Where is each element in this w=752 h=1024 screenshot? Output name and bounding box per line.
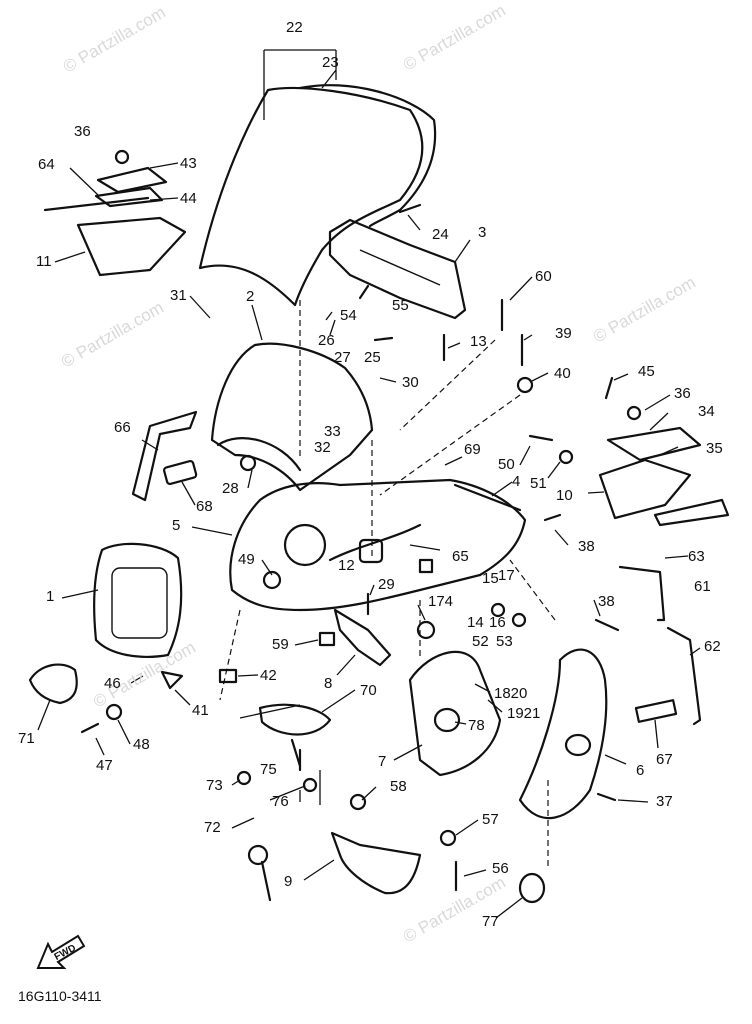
callout-174: 174 [428,593,454,610]
callout-30: 30 [402,374,419,391]
callout-40: 40 [554,365,571,382]
callout-41: 41 [192,702,209,719]
callout-47: 47 [96,757,113,774]
callout-7: 7 [378,753,387,770]
callout-11: 11 [36,253,52,270]
callout-65: 65 [452,548,469,565]
callout-36b: 36 [674,385,691,402]
callout-45: 45 [638,363,655,380]
callout-34: 34 [698,403,715,420]
callout-60: 60 [535,268,552,285]
diagram-code: 16G110-3411 [18,988,102,1004]
callout-28: 28 [222,480,239,497]
callout-3: 3 [478,224,487,241]
callout-56: 56 [492,860,509,877]
windshield-trim [298,84,437,228]
callout-10: 10 [556,487,573,504]
callout-48: 48 [133,736,150,753]
callout-25: 25 [364,349,381,366]
side-panel-left [408,650,502,777]
callout-23: 23 [322,54,339,71]
callout-31: 31 [170,287,187,304]
callout-17: 17 [498,567,515,584]
callout-78: 78 [468,717,485,734]
callout-52: 52 [472,633,489,650]
callout-70: 70 [360,682,377,699]
callout-59: 59 [272,636,289,653]
callout-24: 24 [432,226,449,243]
instrument-cover [93,542,183,658]
callout-57: 57 [482,811,499,828]
callout-53: 53 [496,633,513,650]
callout-63: 63 [688,548,705,565]
callout-33: 33 [324,423,341,440]
callout-73: 73 [206,777,223,794]
callout-77: 77 [482,913,499,930]
callout-58: 58 [390,778,407,795]
callout-46: 46 [104,675,121,692]
callout-15: 15 [482,570,499,587]
callout-26: 26 [318,332,335,349]
callout-12: 12 [338,557,355,574]
callout-67: 67 [656,751,673,768]
fwd-label: FWD [53,943,78,963]
callout-64: 64 [38,156,55,173]
callout-72: 72 [204,819,221,836]
callout-4: 4 [512,473,521,490]
callout-37: 37 [656,793,673,810]
callout-22: 22 [286,19,303,36]
callout-8: 8 [324,675,333,692]
inner-cowl [210,342,374,492]
callout-32: 32 [314,439,331,456]
callout-29: 29 [378,576,395,593]
callout-54: 54 [340,307,357,324]
callout-69: 69 [464,441,481,458]
side-panel-right [518,648,608,820]
callout-76: 76 [272,793,289,810]
callout-43: 43 [180,155,197,172]
callout-9: 9 [284,873,293,890]
callout-1921: 1921 [507,705,541,722]
callout-27: 27 [334,349,351,366]
callout-68: 68 [196,498,213,515]
callout-16: 16 [489,614,506,631]
callout-71: 71 [18,730,35,747]
under-cowl [330,831,422,895]
callout-44: 44 [180,190,197,207]
callout-13: 13 [470,333,487,350]
callout-36: 36 [74,123,91,140]
callout-35: 35 [706,440,723,457]
callout-51: 51 [530,475,547,492]
callout-61: 61 [694,578,711,595]
callout-14: 14 [467,614,484,631]
bracket-3 [328,218,467,320]
callout-38b: 38 [598,593,615,610]
callout-38: 38 [578,538,595,555]
main-cowling [229,478,527,612]
callout-62: 62 [704,638,721,655]
callout-42: 42 [260,667,277,684]
fwd-arrow-icon: FWD [34,930,94,977]
callout-6: 6 [636,762,645,779]
windshield [198,86,424,307]
callout-1820: 1820 [494,685,528,702]
callout-49: 49 [238,551,255,568]
callout-39: 39 [555,325,572,342]
callout-75: 75 [260,761,277,778]
callout-5: 5 [172,517,181,534]
callout-66: 66 [114,419,131,436]
callout-2: 2 [246,288,255,305]
callout-50: 50 [498,456,515,473]
callout-55: 55 [392,297,409,314]
callout-1: 1 [46,588,55,605]
